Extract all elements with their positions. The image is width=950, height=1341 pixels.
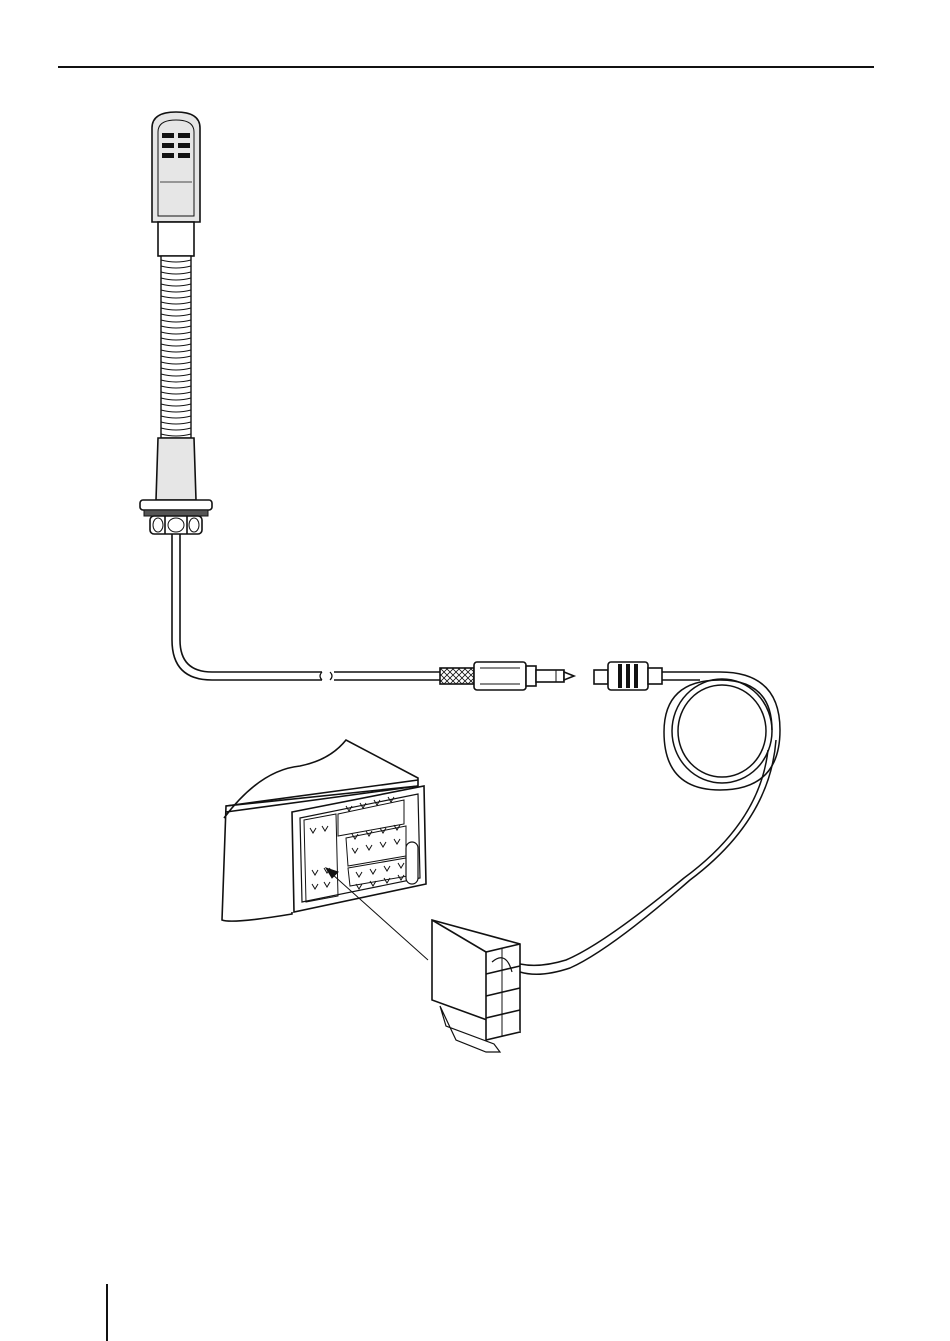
gooseneck-microphone: [140, 112, 212, 534]
microphone-base-sleeve: [156, 438, 196, 500]
iso-connector-latch: [406, 842, 418, 884]
jack-plug-tip: [536, 670, 564, 682]
microphone-cable: [172, 534, 440, 680]
microphone-collar: [158, 222, 194, 256]
radio-rear-iso-connector: [222, 740, 426, 921]
mounting-flange: [140, 500, 212, 510]
jack-plug-body: [474, 662, 526, 690]
jack-socket: [594, 662, 662, 690]
jack-plug-strain-relief: [440, 668, 474, 684]
microphone-head: [152, 112, 200, 222]
coiled-adapter-cable: [520, 672, 780, 974]
flush-mount-nut: [150, 516, 202, 534]
jack-plug: [440, 662, 574, 690]
adapter-plug: [432, 920, 520, 1052]
